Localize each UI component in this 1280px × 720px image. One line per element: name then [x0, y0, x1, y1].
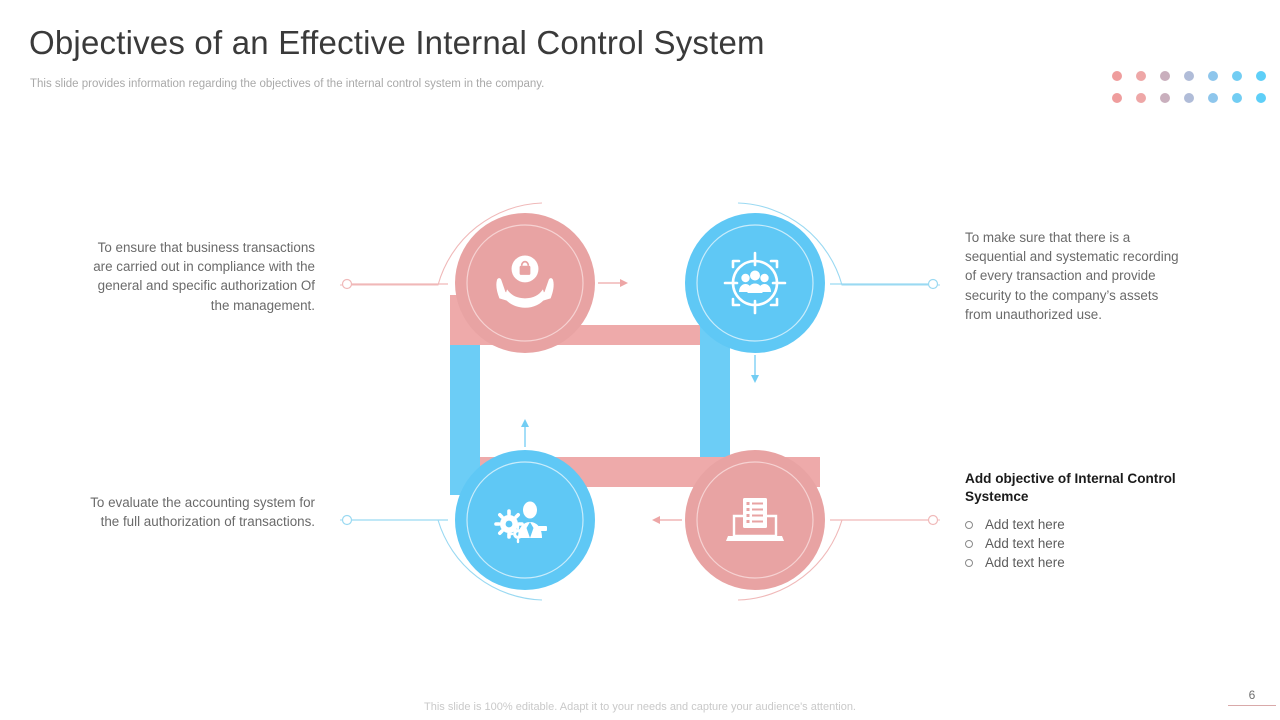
outer-guide-arcs [340, 202, 940, 601]
node-top-left[interactable] [455, 213, 595, 353]
decorative-dot [1136, 71, 1146, 81]
bullet-circle-icon [965, 539, 973, 548]
decorative-dot [1232, 71, 1242, 81]
bullet-circle-icon [965, 558, 973, 567]
people-group-glyph [739, 270, 771, 293]
list-item-label: Add text here [985, 536, 1065, 551]
node-top-right[interactable] [685, 213, 825, 353]
arc-top-right [737, 202, 940, 286]
target-people-group-icon [723, 251, 787, 315]
endpoint-ring-top-left [341, 278, 353, 290]
decorative-dot [1184, 71, 1194, 81]
objective-heading-bottom-right: Add objective of Internal Control System… [965, 471, 1176, 504]
decorative-dot [1208, 71, 1218, 81]
node-bottom-right[interactable] [685, 450, 825, 590]
arc-bottom-right [737, 519, 940, 601]
decorative-dot [1184, 93, 1194, 103]
list-item-label: Add text here [985, 555, 1065, 570]
decorative-dot [1256, 93, 1266, 103]
decorative-dot [1256, 71, 1266, 81]
connector-lines [341, 278, 939, 526]
page-number-block: 6 [1228, 688, 1276, 706]
list-item: Add text here [965, 553, 1180, 572]
objective-text-bottom-left: To evaluate the accounting system for th… [90, 495, 315, 530]
page-subtitle: This slide provides information regardin… [30, 78, 545, 90]
businessman-gears-icon [494, 501, 547, 544]
cyclic-process-diagram [330, 185, 950, 610]
flow-arrows [521, 279, 759, 524]
list-item: Add text here [965, 515, 1180, 534]
footer-note: This slide is 100% editable. Adapt it to… [424, 701, 856, 713]
node-bottom-left[interactable] [455, 450, 595, 590]
decorative-dot [1232, 93, 1242, 103]
objective-bullet-list: Add text here Add text here Add text her… [965, 515, 1180, 572]
decorative-dot [1112, 71, 1122, 81]
objective-text-top-left: To ensure that business transactions are… [93, 240, 315, 313]
decorative-dot [1160, 93, 1170, 103]
hands-holding-lock-icon [496, 255, 554, 308]
endpoint-ring-bottom-left [341, 514, 353, 526]
arc-top-left [340, 202, 543, 286]
list-item: Add text here [965, 534, 1180, 553]
arc-bottom-left [340, 519, 543, 601]
page-title: Objectives of an Effective Internal Cont… [29, 24, 765, 61]
list-item-label: Add text here [985, 517, 1065, 532]
objective-text-top-right: To make sure that there is a sequential … [965, 230, 1179, 322]
decorative-dot [1112, 93, 1122, 103]
laptop-checklist-icon [726, 498, 784, 541]
page-number-rule [1228, 705, 1276, 706]
ribbon-left-blue [450, 345, 480, 495]
endpoint-ring-bottom-right [927, 514, 939, 526]
decorative-dot [1208, 93, 1218, 103]
bullet-circle-icon [965, 520, 973, 529]
decorative-dot-grid [1112, 64, 1280, 106]
decorative-dot [1160, 71, 1170, 81]
page-number: 6 [1248, 688, 1256, 702]
endpoint-ring-top-right [927, 278, 939, 290]
decorative-dot [1136, 93, 1146, 103]
